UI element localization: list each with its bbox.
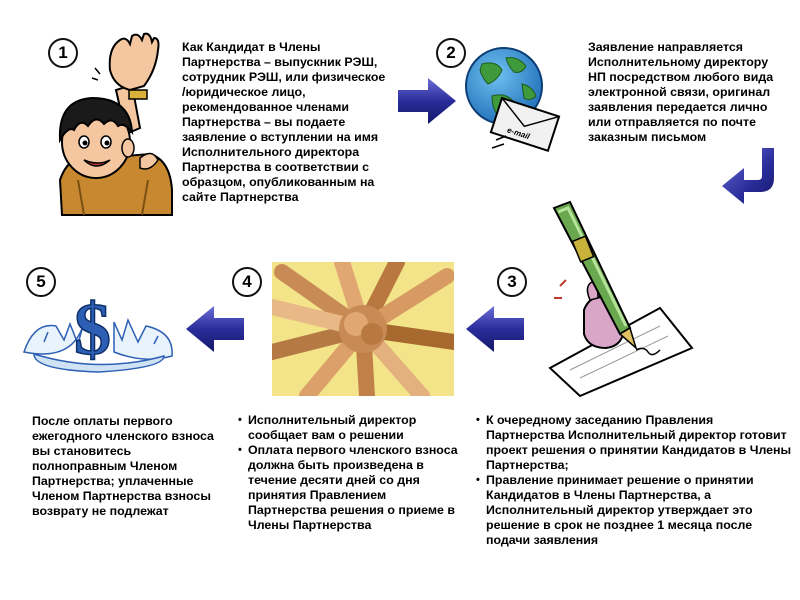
step-4-bullet-1: Исполнительный директор сообщает вам о р… bbox=[238, 413, 460, 443]
svg-text:$: $ bbox=[74, 289, 111, 371]
globe-email-icon: e-mail bbox=[462, 40, 574, 158]
step-1-text: Как Кандидат в Члены Партнерства – выпус… bbox=[182, 40, 386, 204]
person-raising-hand-icon bbox=[40, 30, 180, 235]
step-5-number: 5 bbox=[26, 267, 56, 297]
arrow-right-icon bbox=[398, 78, 456, 124]
step-2-text: Заявление направляется Исполнительному д… bbox=[588, 40, 774, 144]
step-5-text: После оплаты первого ежегодного членског… bbox=[32, 414, 214, 518]
step-3-number: 3 bbox=[497, 267, 527, 297]
pen-signing-icon bbox=[540, 198, 700, 398]
arrow-left-icon bbox=[186, 306, 244, 352]
step-3-bullet-1: К очередному заседанию Правления Партнер… bbox=[476, 413, 792, 473]
step-4-bullets: Исполнительный директор сообщает вам о р… bbox=[238, 413, 460, 533]
step-4-bullet-2: Оплата первого членского взноса должна б… bbox=[238, 443, 460, 533]
arrow-left-icon bbox=[466, 306, 524, 352]
step-2-number: 2 bbox=[436, 38, 466, 68]
step-4-number: 4 bbox=[232, 267, 262, 297]
step-3-bullets: К очередному заседанию Правления Партнер… bbox=[476, 413, 792, 548]
step-3-bullet-2: Правление принимает решение о принятии К… bbox=[476, 473, 792, 548]
arrow-curved-icon bbox=[722, 148, 776, 206]
dollar-egg-icon: $ bbox=[14, 282, 184, 377]
step-1-number: 1 bbox=[48, 38, 78, 68]
joined-hands-icon bbox=[272, 262, 454, 396]
